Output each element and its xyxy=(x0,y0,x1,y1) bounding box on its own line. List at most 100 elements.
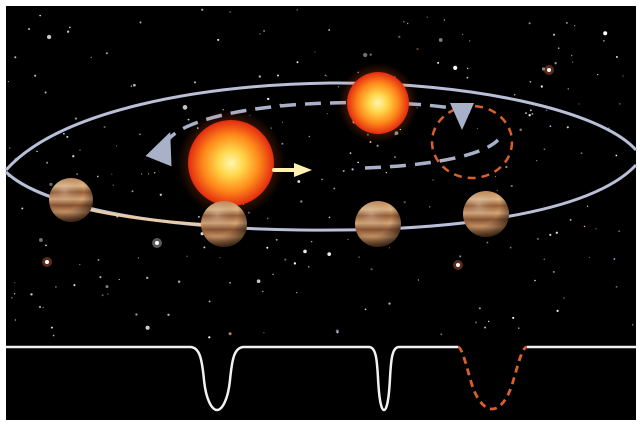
background-star xyxy=(438,38,443,42)
bright-star xyxy=(155,241,159,245)
background-star xyxy=(603,40,605,42)
background-star xyxy=(531,113,534,115)
background-star xyxy=(574,25,576,27)
background-star xyxy=(96,175,99,178)
background-star xyxy=(259,33,261,35)
background-star xyxy=(555,231,558,234)
background-star xyxy=(525,112,527,115)
background-star xyxy=(552,33,556,36)
background-star xyxy=(182,105,188,110)
background-star xyxy=(79,149,81,151)
planets xyxy=(49,178,509,247)
background-star xyxy=(219,257,221,259)
background-star xyxy=(107,293,109,295)
background-star xyxy=(622,75,624,77)
background-star xyxy=(146,276,149,280)
background-star xyxy=(49,182,53,187)
background-star xyxy=(21,207,24,210)
background-star xyxy=(443,19,445,21)
background-star xyxy=(536,237,540,241)
background-star xyxy=(39,14,41,17)
background-star xyxy=(97,258,100,261)
background-star xyxy=(327,252,332,256)
background-star xyxy=(131,190,134,193)
background-star xyxy=(476,127,479,130)
background-star xyxy=(296,61,299,64)
background-star xyxy=(519,128,522,132)
background-star xyxy=(407,22,409,25)
background-star xyxy=(201,8,204,11)
background-star xyxy=(135,313,138,316)
background-star xyxy=(30,293,33,296)
background-star xyxy=(363,52,368,58)
gas-giant-icon xyxy=(201,201,247,247)
hidden-orbit-marker xyxy=(430,104,514,180)
background-star xyxy=(518,327,520,329)
background-star xyxy=(9,147,11,149)
background-star xyxy=(38,238,43,242)
background-star xyxy=(349,152,352,154)
background-star xyxy=(567,88,569,90)
background-star xyxy=(46,34,52,40)
background-star xyxy=(267,97,270,101)
background-star xyxy=(398,35,401,39)
background-star xyxy=(324,74,326,77)
background-star xyxy=(186,255,188,257)
background-star xyxy=(272,273,274,276)
background-star xyxy=(90,56,92,58)
background-star xyxy=(73,284,76,287)
background-star xyxy=(293,262,297,265)
background-star xyxy=(193,81,197,84)
background-star xyxy=(74,117,77,120)
background-star xyxy=(263,332,265,334)
background-star xyxy=(615,154,618,157)
background-star xyxy=(198,216,200,218)
background-star xyxy=(556,309,559,313)
background-star xyxy=(281,121,284,123)
background-star xyxy=(549,233,552,236)
background-star xyxy=(50,326,53,329)
background-star xyxy=(52,334,55,337)
background-star xyxy=(369,53,372,56)
background-star xyxy=(137,257,139,259)
background-star xyxy=(133,83,136,87)
background-star xyxy=(529,109,532,112)
bright-star xyxy=(45,260,49,264)
background-star xyxy=(296,9,298,11)
background-star xyxy=(474,321,477,324)
background-star xyxy=(281,142,284,145)
background-star xyxy=(440,333,443,336)
background-star xyxy=(417,279,420,281)
primary-star-icon xyxy=(177,109,285,217)
background-star xyxy=(111,173,113,175)
background-star xyxy=(603,31,608,36)
background-star xyxy=(569,218,572,221)
secondary-star-icon xyxy=(338,63,418,143)
bright-star xyxy=(547,68,551,72)
background-star xyxy=(488,320,490,323)
background-star xyxy=(580,152,583,155)
background-star xyxy=(416,47,419,51)
background-star xyxy=(486,241,489,244)
background-star xyxy=(543,258,546,261)
background-star xyxy=(613,258,616,260)
background-star xyxy=(326,113,328,115)
background-star xyxy=(266,246,269,249)
background-star xyxy=(554,62,557,65)
background-star xyxy=(586,205,589,207)
background-star xyxy=(38,305,42,309)
background-star xyxy=(595,228,597,230)
background-star xyxy=(275,238,278,241)
background-star xyxy=(303,249,307,254)
background-star xyxy=(69,26,71,29)
background-star xyxy=(467,67,469,70)
background-star xyxy=(347,238,349,241)
background-star xyxy=(284,258,287,261)
background-star xyxy=(333,187,336,190)
background-star xyxy=(468,40,471,42)
background-star xyxy=(388,247,390,249)
background-star xyxy=(105,285,109,289)
background-star xyxy=(631,324,634,326)
